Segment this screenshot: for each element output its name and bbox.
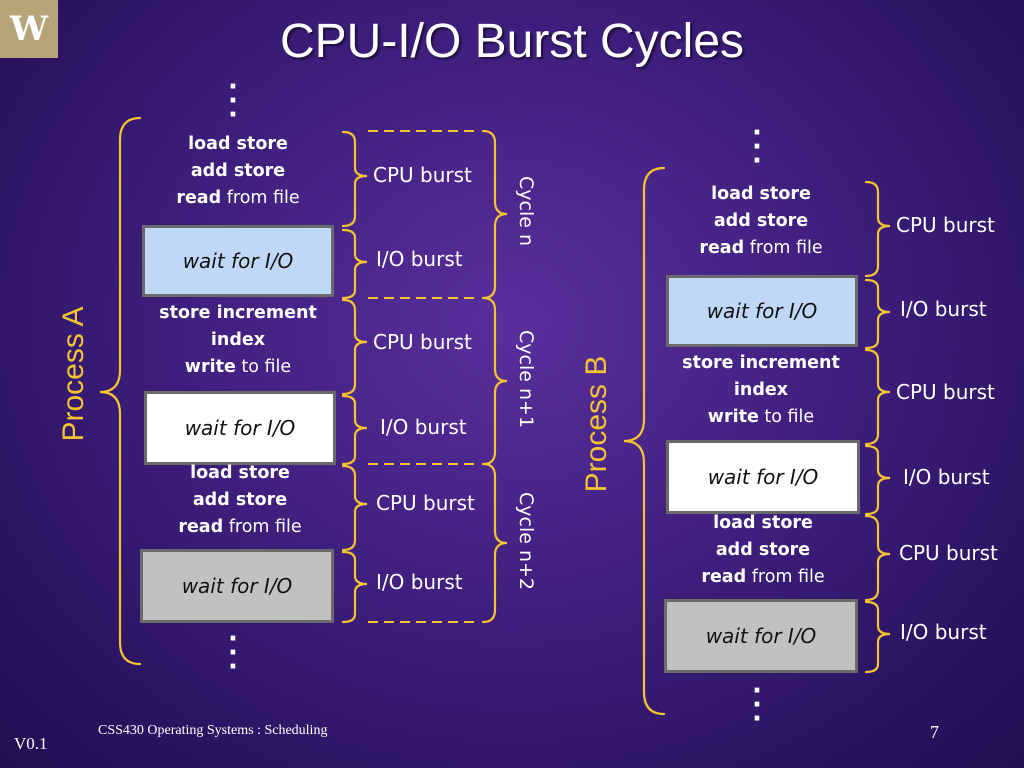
- cpu-burst-label: CPU burst: [376, 491, 475, 515]
- continuation-dots: ···: [228, 624, 238, 682]
- cycle-n2-label: Cycle n+2: [515, 492, 537, 591]
- code-block-b3: load store add store read from file: [701, 513, 825, 587]
- cycle-n1-label: Cycle n+1: [515, 330, 537, 429]
- cycle-brace: [481, 129, 508, 300]
- slide-number: 7: [930, 722, 939, 742]
- io-burst-label: I/O burst: [376, 247, 463, 271]
- cpu-brace: [864, 180, 891, 278]
- code-block-a2: store increment index write to file: [159, 303, 317, 377]
- process-b-label: Process B: [580, 355, 613, 493]
- uw-logo: W: [0, 0, 58, 58]
- wait-box-b2: wait for I/O: [666, 440, 860, 514]
- io-burst-label: I/O burst: [903, 465, 990, 489]
- cpu-burst-label: CPU burst: [899, 541, 998, 565]
- cpu-brace: [341, 130, 368, 228]
- io-burst-label: I/O burst: [900, 620, 987, 644]
- io-brace: [864, 600, 891, 674]
- cycle-brace: [481, 296, 508, 466]
- wait-box-a1: wait for I/O: [142, 225, 334, 297]
- process-b-brace: [623, 166, 666, 716]
- cycle-brace: [481, 462, 508, 624]
- io-burst-label: I/O burst: [900, 297, 987, 321]
- io-brace: [341, 228, 368, 300]
- cpu-brace: [864, 514, 891, 602]
- code-block-b2: store increment index write to file: [682, 353, 840, 427]
- io-brace: [864, 444, 891, 516]
- version-label: V0.1: [14, 734, 48, 753]
- process-a-label: Process A: [57, 306, 90, 442]
- wait-box-a2: wait for I/O: [144, 391, 336, 465]
- code-block-a3: load store add store read from file: [178, 463, 302, 537]
- cycle-n-label: Cycle n: [515, 176, 537, 247]
- cpu-burst-label: CPU burst: [373, 330, 472, 354]
- cpu-brace: [864, 348, 891, 446]
- code-block-a1: load store add store read from file: [176, 134, 300, 208]
- cpu-burst-label: CPU burst: [896, 380, 995, 404]
- cpu-brace: [341, 464, 368, 552]
- wait-box-b3: wait for I/O: [664, 599, 858, 673]
- footer-course-title: CSS430 Operating Systems : Scheduling: [98, 723, 328, 738]
- code-block-b1: load store add store read from file: [699, 184, 823, 258]
- slide-title: CPU-I/O Burst Cycles: [279, 15, 745, 68]
- io-burst-label: I/O burst: [376, 570, 463, 594]
- continuation-dots: ···: [228, 72, 238, 130]
- wait-box-a3: wait for I/O: [140, 549, 334, 623]
- continuation-dots: ···: [752, 676, 762, 734]
- cpu-brace: [341, 298, 368, 396]
- io-burst-label: I/O burst: [380, 415, 467, 439]
- io-brace: [341, 550, 368, 624]
- cpu-burst-label: CPU burst: [373, 163, 472, 187]
- wait-box-b1: wait for I/O: [666, 275, 858, 347]
- io-brace: [341, 394, 368, 466]
- io-brace: [864, 278, 891, 350]
- process-a-brace: [99, 116, 142, 666]
- cpu-burst-label: CPU burst: [896, 213, 995, 237]
- continuation-dots: ···: [752, 118, 762, 176]
